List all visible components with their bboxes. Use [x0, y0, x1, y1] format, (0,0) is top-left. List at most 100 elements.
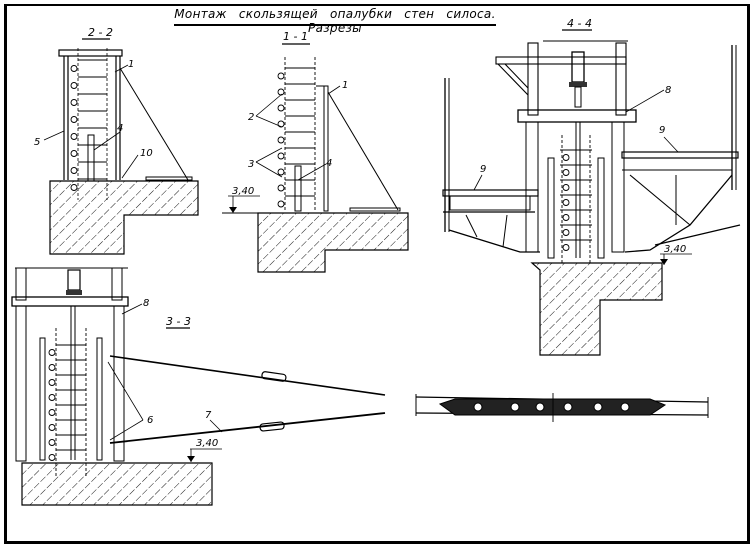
top-yoke [58, 49, 123, 57]
frame-post [527, 42, 539, 116]
brace [327, 91, 399, 211]
bolt-circle-icon [562, 244, 570, 251]
bolt-circle-icon [277, 200, 285, 208]
leader [255, 147, 283, 163]
bolt-circle-icon [70, 150, 78, 157]
callout-4: 4 [326, 158, 332, 169]
callout-9-left: 9 [480, 164, 486, 175]
bolt-circle-icon [562, 214, 570, 221]
jack-node-icon [563, 402, 573, 412]
leader [663, 136, 679, 153]
bolt-circle-icon [277, 152, 285, 160]
bolt-circle-icon [70, 116, 78, 123]
jack-node-icon [473, 402, 483, 412]
bolt-circle-icon [70, 99, 78, 106]
base-plate [145, 176, 193, 181]
leader [327, 85, 341, 95]
bolt-circle-icon [48, 454, 56, 461]
bolt-circle-icon [277, 136, 285, 144]
section-1-1: 1 - 1 3,40 1 2 3 4 [222, 30, 409, 273]
jack-node-icon [620, 402, 630, 412]
leader [255, 115, 283, 128]
leader [121, 303, 143, 315]
tie-rod-upper [109, 355, 386, 396]
bolt-circle-icon [70, 65, 78, 72]
callout-1: 1 [342, 80, 348, 91]
bolt-circle-icon [562, 184, 570, 191]
column [113, 305, 125, 462]
strut [465, 214, 478, 238]
leader [473, 174, 483, 191]
callout-6: 6 [147, 415, 153, 426]
bolt-circle-icon [48, 364, 56, 371]
callout-7: 7 [205, 410, 212, 421]
jack-node-icon [535, 402, 545, 412]
bolt-circle-icon [277, 184, 285, 192]
callout-8: 8 [665, 85, 671, 96]
jack-rod [87, 134, 95, 182]
foundation [257, 212, 409, 273]
bolt-circle-icon [562, 154, 570, 161]
jack-node-icon [593, 402, 603, 412]
foundation [530, 262, 663, 356]
jack-stem [574, 86, 582, 108]
form-panel [39, 337, 46, 461]
leader [121, 154, 139, 179]
leader [107, 361, 144, 421]
turnbuckle [261, 371, 287, 382]
hanging-scaffold [448, 229, 540, 253]
bolt-circle-icon [48, 394, 56, 401]
bolt-circle-icon [277, 88, 285, 96]
callout-8: 8 [143, 298, 149, 309]
elevation-marker-icon [187, 456, 195, 462]
elevation-marker-icon [660, 259, 668, 265]
section-4-4: 4 - 4 [442, 17, 741, 356]
elevation-label: 3,40 [196, 438, 218, 449]
jack-base [66, 290, 82, 295]
elevation-label: 3,40 [664, 244, 686, 255]
callout-4: 4 [117, 123, 123, 134]
drawing-frame [4, 4, 750, 544]
bolt-circle-icon [70, 82, 78, 89]
bolt-circle-icon [562, 199, 570, 206]
jack-base [569, 82, 587, 87]
section-3-3: 3 - 3 3,40 8 6 7 [11, 267, 386, 506]
form-panel [547, 157, 555, 259]
bolt-circle-icon [562, 229, 570, 236]
strut [502, 214, 508, 248]
bolt-circle-icon [48, 349, 56, 356]
yoke-beam [517, 109, 637, 123]
column [525, 121, 539, 253]
leader [625, 89, 665, 113]
brace [119, 67, 189, 181]
hydraulic-jack [67, 269, 81, 291]
deck-beam [449, 195, 531, 211]
upper-beam [495, 56, 627, 65]
elevation-marker-icon [229, 207, 237, 213]
post [323, 85, 329, 212]
title-underline [174, 24, 496, 26]
bolt-circle-icon [70, 167, 78, 174]
section-3-3-title: 3 - 3 [166, 315, 191, 328]
form-panel [96, 337, 103, 461]
bolt-circle-icon [48, 379, 56, 386]
rebar-stirrups [48, 344, 86, 461]
bracket-strut [504, 63, 529, 89]
frame-post [111, 267, 123, 301]
callout-9-right: 9 [659, 125, 665, 136]
deck [442, 189, 539, 197]
yoke-beam [11, 296, 129, 307]
jack-rod [294, 165, 302, 212]
bracket-strut [497, 63, 529, 96]
leader [114, 64, 129, 73]
base-plate [349, 207, 401, 212]
callout-1: 1 [128, 59, 134, 70]
bolt-circle-icon [277, 72, 285, 80]
leader [109, 419, 144, 441]
truss-diagonal [629, 174, 691, 226]
leader [43, 130, 65, 141]
bolt-circle-icon [48, 439, 56, 446]
bolt-circle-icon [562, 169, 570, 176]
column [611, 121, 625, 253]
